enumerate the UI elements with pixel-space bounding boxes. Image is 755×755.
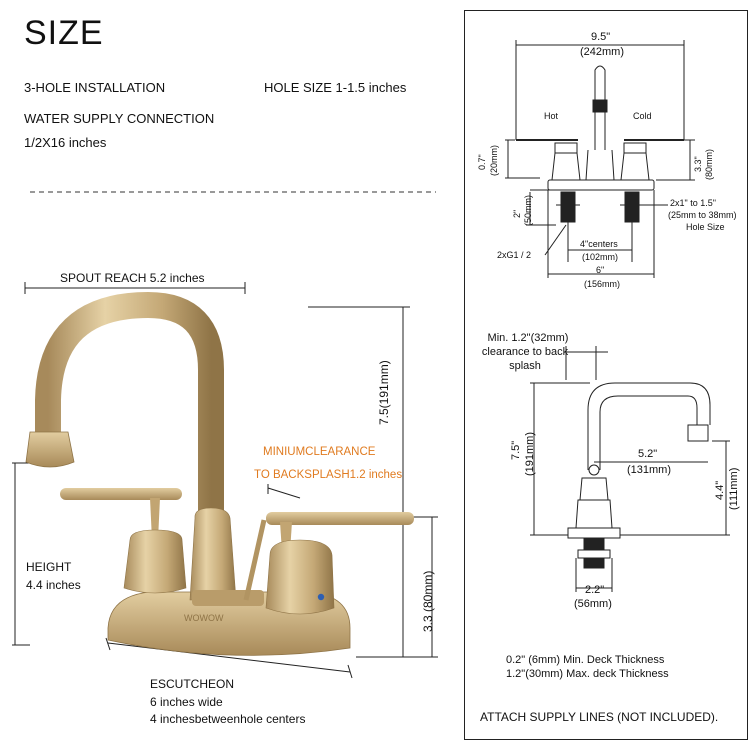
side-base-mm: (56mm) xyxy=(574,598,612,610)
hole-size-mm: (25mm to 38mm) xyxy=(668,210,737,220)
deck-height-in: 3.3" xyxy=(693,156,703,172)
height-value: 4.4 inches xyxy=(26,578,81,592)
clearance-label-1: MINIUMCLEARANCE xyxy=(263,446,376,458)
technical-drawing-panel xyxy=(464,10,748,740)
total-height-dimension xyxy=(308,306,410,657)
clearance-line-3: splash xyxy=(509,360,541,372)
centers-mm: (102mm) xyxy=(582,252,619,262)
shank-length-in: 2" xyxy=(512,209,522,218)
base-width-mm: (156mm) xyxy=(584,279,621,289)
side-base-in: 2.2" xyxy=(585,584,605,596)
spout-reach-label: SPOUT REACH 5.2 inches xyxy=(60,271,205,285)
deck-max-thickness: 1.2"(30mm) Max. deck Thickness xyxy=(506,668,669,680)
hole-size-spec: HOLE SIZE 1-1.5 inches xyxy=(264,80,407,95)
footer-note: ATTACH SUPPLY LINES (NOT INCLUDED). xyxy=(480,710,719,724)
installation-spec: 3-HOLE INSTALLATION xyxy=(24,80,166,95)
page-title: SIZE xyxy=(24,14,104,52)
cold-label: Cold xyxy=(633,111,652,121)
escutcheon-centers: 4 inchesbetweenhole centers xyxy=(150,712,306,726)
deck-min-thickness: 0.2" (6mm) Min. Deck Thickness xyxy=(506,654,665,666)
escutcheon-width: 6 inches wide xyxy=(150,695,223,709)
thread-label: 2xG1 / 2 xyxy=(497,250,532,260)
front-view xyxy=(505,40,695,278)
handle-height-in: 0.7" xyxy=(477,154,487,170)
hole-size-label: Hole Size xyxy=(686,222,725,232)
reach-mm: (131mm) xyxy=(627,464,672,476)
front-width-mm: (242mm) xyxy=(580,46,625,58)
hole-size-in: 2x1" to 1.5" xyxy=(670,198,716,208)
side-view xyxy=(530,346,730,592)
reach-in: 5.2" xyxy=(638,448,658,460)
escutcheon-label: ESCUTCHEON xyxy=(150,677,235,691)
water-supply-spec: WATER SUPPLY CONNECTION xyxy=(24,111,215,126)
centers-in: 4"centers xyxy=(580,239,618,249)
clearance-line-1: Min. 1.2"(32mm) xyxy=(487,332,569,344)
clearance-label-2: TO BACKSPLASH1.2 inches xyxy=(254,469,403,481)
side-height-in: 7.5" xyxy=(510,440,522,460)
hot-label: Hot xyxy=(544,111,559,121)
height-label: HEIGHT xyxy=(26,560,72,574)
escutcheon-dimension xyxy=(105,637,353,679)
spout-height-mm: (111mm) xyxy=(728,467,740,510)
brand-mark: WOWOW xyxy=(184,613,224,623)
handle-height-mm: (20mm) xyxy=(489,145,499,176)
spout-reach-dimension xyxy=(24,282,246,294)
cold-indicator-icon xyxy=(317,593,325,601)
faucet-illustration xyxy=(25,291,414,656)
base-width-in: 6" xyxy=(596,265,605,275)
side-height-mm: (191mm) xyxy=(524,431,536,476)
clearance-line-2: clearance to back xyxy=(481,346,569,358)
shank-length-mm: (50mm) xyxy=(523,195,533,226)
front-width-in: 9.5" xyxy=(591,31,611,43)
spout-height-in: 4.4" xyxy=(714,480,726,500)
water-supply-size: 1/2X16 inches xyxy=(24,135,107,150)
clearance-marker xyxy=(267,484,301,499)
deck-height-mm: (80mm) xyxy=(704,149,714,180)
